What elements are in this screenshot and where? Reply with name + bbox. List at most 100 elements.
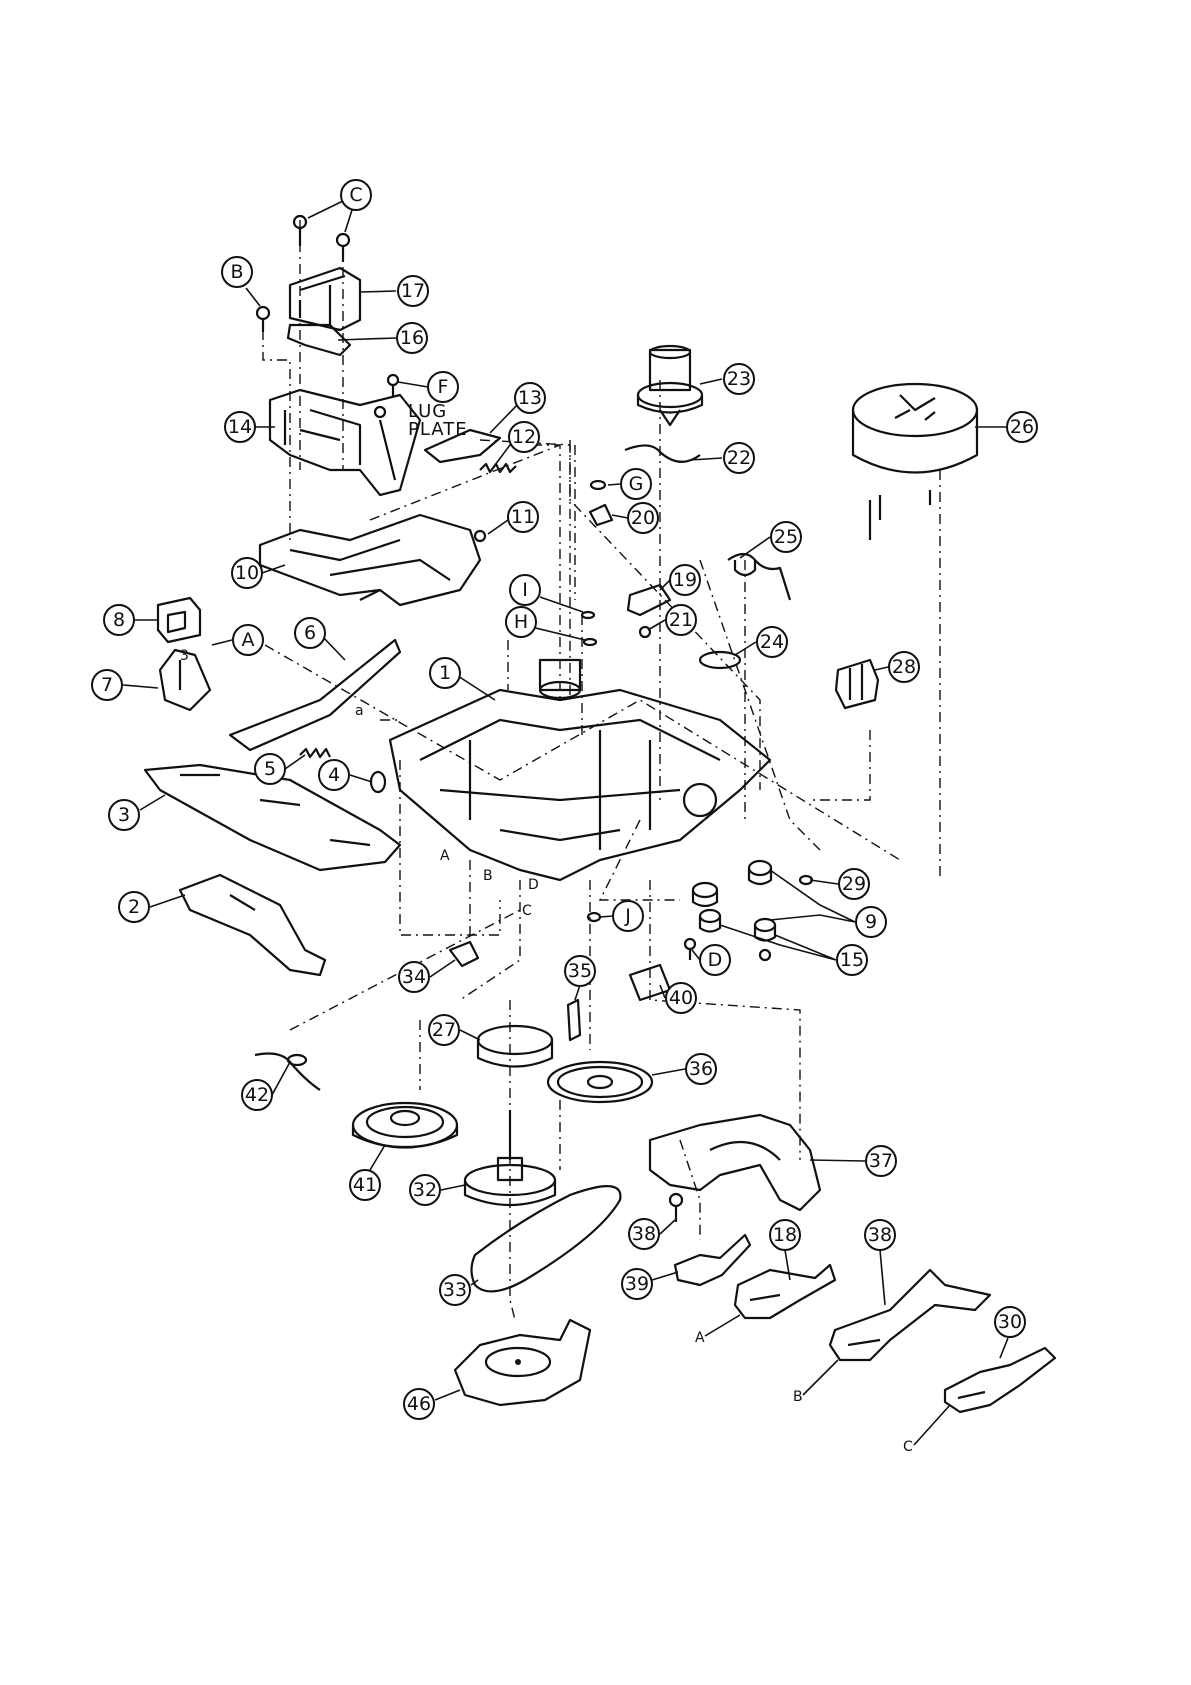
- svg-text:19: 19: [673, 569, 697, 591]
- part-8-block: [158, 598, 200, 642]
- part-12-spring: [480, 464, 516, 472]
- letter-C-slide: C: [903, 1439, 913, 1455]
- svg-text:B: B: [230, 261, 243, 283]
- callout-15: 15: [837, 945, 867, 975]
- callout-A: A: [233, 625, 263, 655]
- lug-plate-label-line2: PLATE: [408, 419, 468, 440]
- svg-text:17: 17: [401, 280, 425, 302]
- leader-lines: [123, 200, 1008, 1445]
- callout-32: 32: [410, 1175, 440, 1205]
- callout-F: F: [428, 372, 458, 402]
- part-20-gear-piece: [590, 505, 612, 525]
- callout-7: 7: [92, 670, 122, 700]
- letter-D: D: [528, 877, 539, 893]
- svg-text:16: 16: [400, 327, 424, 349]
- callout-2: 2: [119, 892, 149, 922]
- part-H-washer: [584, 639, 596, 645]
- callout-38b: 38: [865, 1220, 895, 1250]
- callout-12: 12: [509, 422, 539, 452]
- part-37-plate: [650, 1115, 820, 1210]
- svg-text:7: 7: [101, 674, 113, 696]
- rollers-9-15-29: [685, 861, 812, 960]
- svg-text:J: J: [624, 905, 631, 927]
- svg-text:30: 30: [998, 1311, 1022, 1333]
- svg-text:6: 6: [304, 622, 316, 644]
- part-27-ring: [478, 1026, 552, 1067]
- letter-a: a: [355, 703, 364, 719]
- svg-text:28: 28: [892, 656, 916, 678]
- callout-13: 13: [515, 383, 545, 413]
- svg-text:38: 38: [868, 1224, 892, 1246]
- svg-text:36: 36: [689, 1058, 713, 1080]
- svg-text:3: 3: [118, 804, 130, 826]
- callout-I: I: [510, 575, 540, 605]
- svg-text:18: 18: [773, 1224, 797, 1246]
- part-22-wire: [625, 445, 700, 461]
- callout-11: 11: [508, 502, 538, 532]
- part-14-head-assembly: [270, 390, 420, 495]
- svg-text:29: 29: [842, 873, 866, 895]
- callout-6: 6: [295, 618, 325, 648]
- callout-20: 20: [628, 503, 658, 533]
- svg-text:5: 5: [264, 758, 276, 780]
- part-38-slide: [830, 1270, 990, 1360]
- svg-text:42: 42: [245, 1084, 269, 1106]
- parts: [145, 216, 1055, 1412]
- callout-30: 30: [995, 1307, 1025, 1337]
- callout-21: 21: [666, 605, 696, 635]
- svg-text:2: 2: [128, 896, 140, 918]
- svg-text:38: 38: [632, 1223, 656, 1245]
- callout-23: 23: [724, 364, 754, 394]
- callout-33: 33: [440, 1275, 470, 1305]
- svg-text:A: A: [242, 629, 255, 651]
- part-23-reel: [638, 346, 702, 425]
- callout-36: 36: [686, 1054, 716, 1084]
- callout-C: C: [341, 180, 371, 210]
- part-G-washer: [591, 481, 605, 489]
- callout-9: 9: [856, 907, 886, 937]
- letter-3: 3: [180, 648, 189, 664]
- assembly-lines: [263, 220, 940, 1320]
- part-32-pulley: [465, 1110, 555, 1205]
- callout-26: 26: [1007, 412, 1037, 442]
- callout-29: 29: [839, 869, 869, 899]
- svg-text:D: D: [708, 949, 723, 971]
- svg-text:34: 34: [402, 966, 426, 988]
- callout-18: 18: [770, 1220, 800, 1250]
- callout-35: 35: [565, 956, 595, 986]
- svg-text:23: 23: [727, 368, 751, 390]
- svg-text:C: C: [349, 184, 362, 206]
- callout-8: 8: [104, 605, 134, 635]
- svg-text:G: G: [629, 473, 644, 495]
- part-36-gear: [548, 1062, 652, 1102]
- part-46-motor-base: [455, 1320, 590, 1405]
- svg-text:21: 21: [669, 609, 693, 631]
- svg-text:12: 12: [512, 426, 536, 448]
- svg-text:27: 27: [432, 1019, 456, 1041]
- callout-41: 41: [350, 1170, 380, 1200]
- svg-text:14: 14: [228, 416, 252, 438]
- svg-text:35: 35: [568, 960, 592, 982]
- part-26-drum: [853, 384, 977, 540]
- part-19-arm: [628, 585, 670, 615]
- svg-text:1: 1: [439, 662, 451, 684]
- svg-text:I: I: [522, 579, 528, 601]
- text-labels: LUG PLATE a A B D C 3 A B C: [180, 401, 913, 1455]
- part-4-cap: [371, 772, 385, 792]
- svg-text:26: 26: [1010, 416, 1034, 438]
- part-33-belt: [472, 1186, 621, 1291]
- callout-G: G: [621, 469, 651, 499]
- part-1-main-chassis: [390, 660, 770, 880]
- callout-19: 19: [670, 565, 700, 595]
- callout-22: 22: [724, 443, 754, 473]
- part-35-lever: [568, 1000, 580, 1040]
- callout-40: 40: [666, 983, 696, 1013]
- svg-text:4: 4: [328, 764, 340, 786]
- svg-text:32: 32: [413, 1179, 437, 1201]
- callout-37: 37: [866, 1146, 896, 1176]
- callout-1: 1: [430, 658, 460, 688]
- svg-text:41: 41: [353, 1174, 377, 1196]
- part-10-chassis-plate: [260, 515, 480, 605]
- part-24-gear: [700, 652, 740, 668]
